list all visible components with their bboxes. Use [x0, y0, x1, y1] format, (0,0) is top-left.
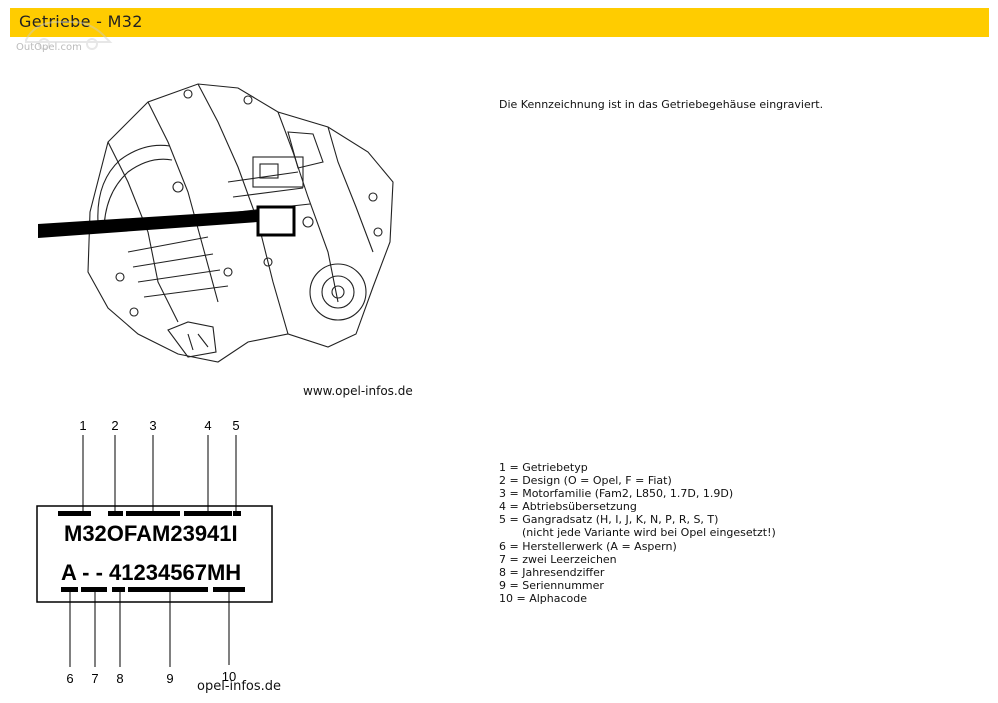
- diagram-caption: opel-infos.de: [197, 679, 282, 694]
- legend-item: 4 = Abtriebsübersetzung: [499, 500, 637, 514]
- description-text: Die Kennzeichnung ist in das Getriebegeh…: [499, 98, 824, 111]
- bottom-number-7: 7: [91, 671, 98, 686]
- top-number-5: 5: [232, 418, 239, 433]
- legend-item: 10 = Alphacode: [499, 591, 588, 605]
- top-number-4: 4: [204, 418, 211, 433]
- bottom-number-10: 10: [222, 669, 236, 684]
- figure-caption: www.opel-infos.de: [303, 384, 413, 398]
- code-line-1: M32OFAM23941I: [64, 521, 238, 546]
- bottom-number-6: 6: [66, 671, 73, 686]
- legend-item: 1 = Getriebetyp: [499, 461, 588, 474]
- top-number-3: 3: [149, 418, 156, 433]
- legend-item: 9 = Seriennummer: [499, 578, 604, 592]
- code-line-2: A - - 41234567MH: [61, 560, 241, 585]
- legend-list: 1 = Getriebetyp 2 = Design (O = Opel, F …: [499, 461, 776, 605]
- legend-item: 3 = Motorfamilie (Fam2, L850, 1.7D, 1.9D…: [499, 487, 734, 501]
- legend-item: 6 = Herstellerwerk (A = Aspern): [499, 539, 677, 553]
- legend-item: 5 = Gangradsatz (H, I, J, K, N, P, R, S,…: [499, 513, 719, 527]
- car-logo-icon: [25, 21, 113, 50]
- top-number-2: 2: [111, 418, 118, 433]
- legend-item: 7 = zwei Leerzeichen: [499, 552, 617, 566]
- top-number-1: 1: [79, 418, 86, 433]
- bottom-number-9: 9: [166, 671, 173, 686]
- watermark-text: OutOpel.com: [16, 42, 82, 53]
- legend-item: 8 = Jahresendziffer: [499, 565, 605, 579]
- page-title: Getriebe - M32: [19, 12, 143, 31]
- header-bar: Getriebe - M32: [10, 8, 989, 37]
- legend-item: 2 = Design (O = Opel, F = Fiat): [499, 474, 672, 488]
- legend-note: (nicht jede Variante wird bei Opel einge…: [522, 526, 776, 540]
- gearbox-illustration: [38, 83, 394, 363]
- bottom-number-8: 8: [116, 671, 123, 686]
- code-diagram: 1 2 3 4 5 6 7 8 9 10 M32OFAM23941I: [36, 418, 273, 686]
